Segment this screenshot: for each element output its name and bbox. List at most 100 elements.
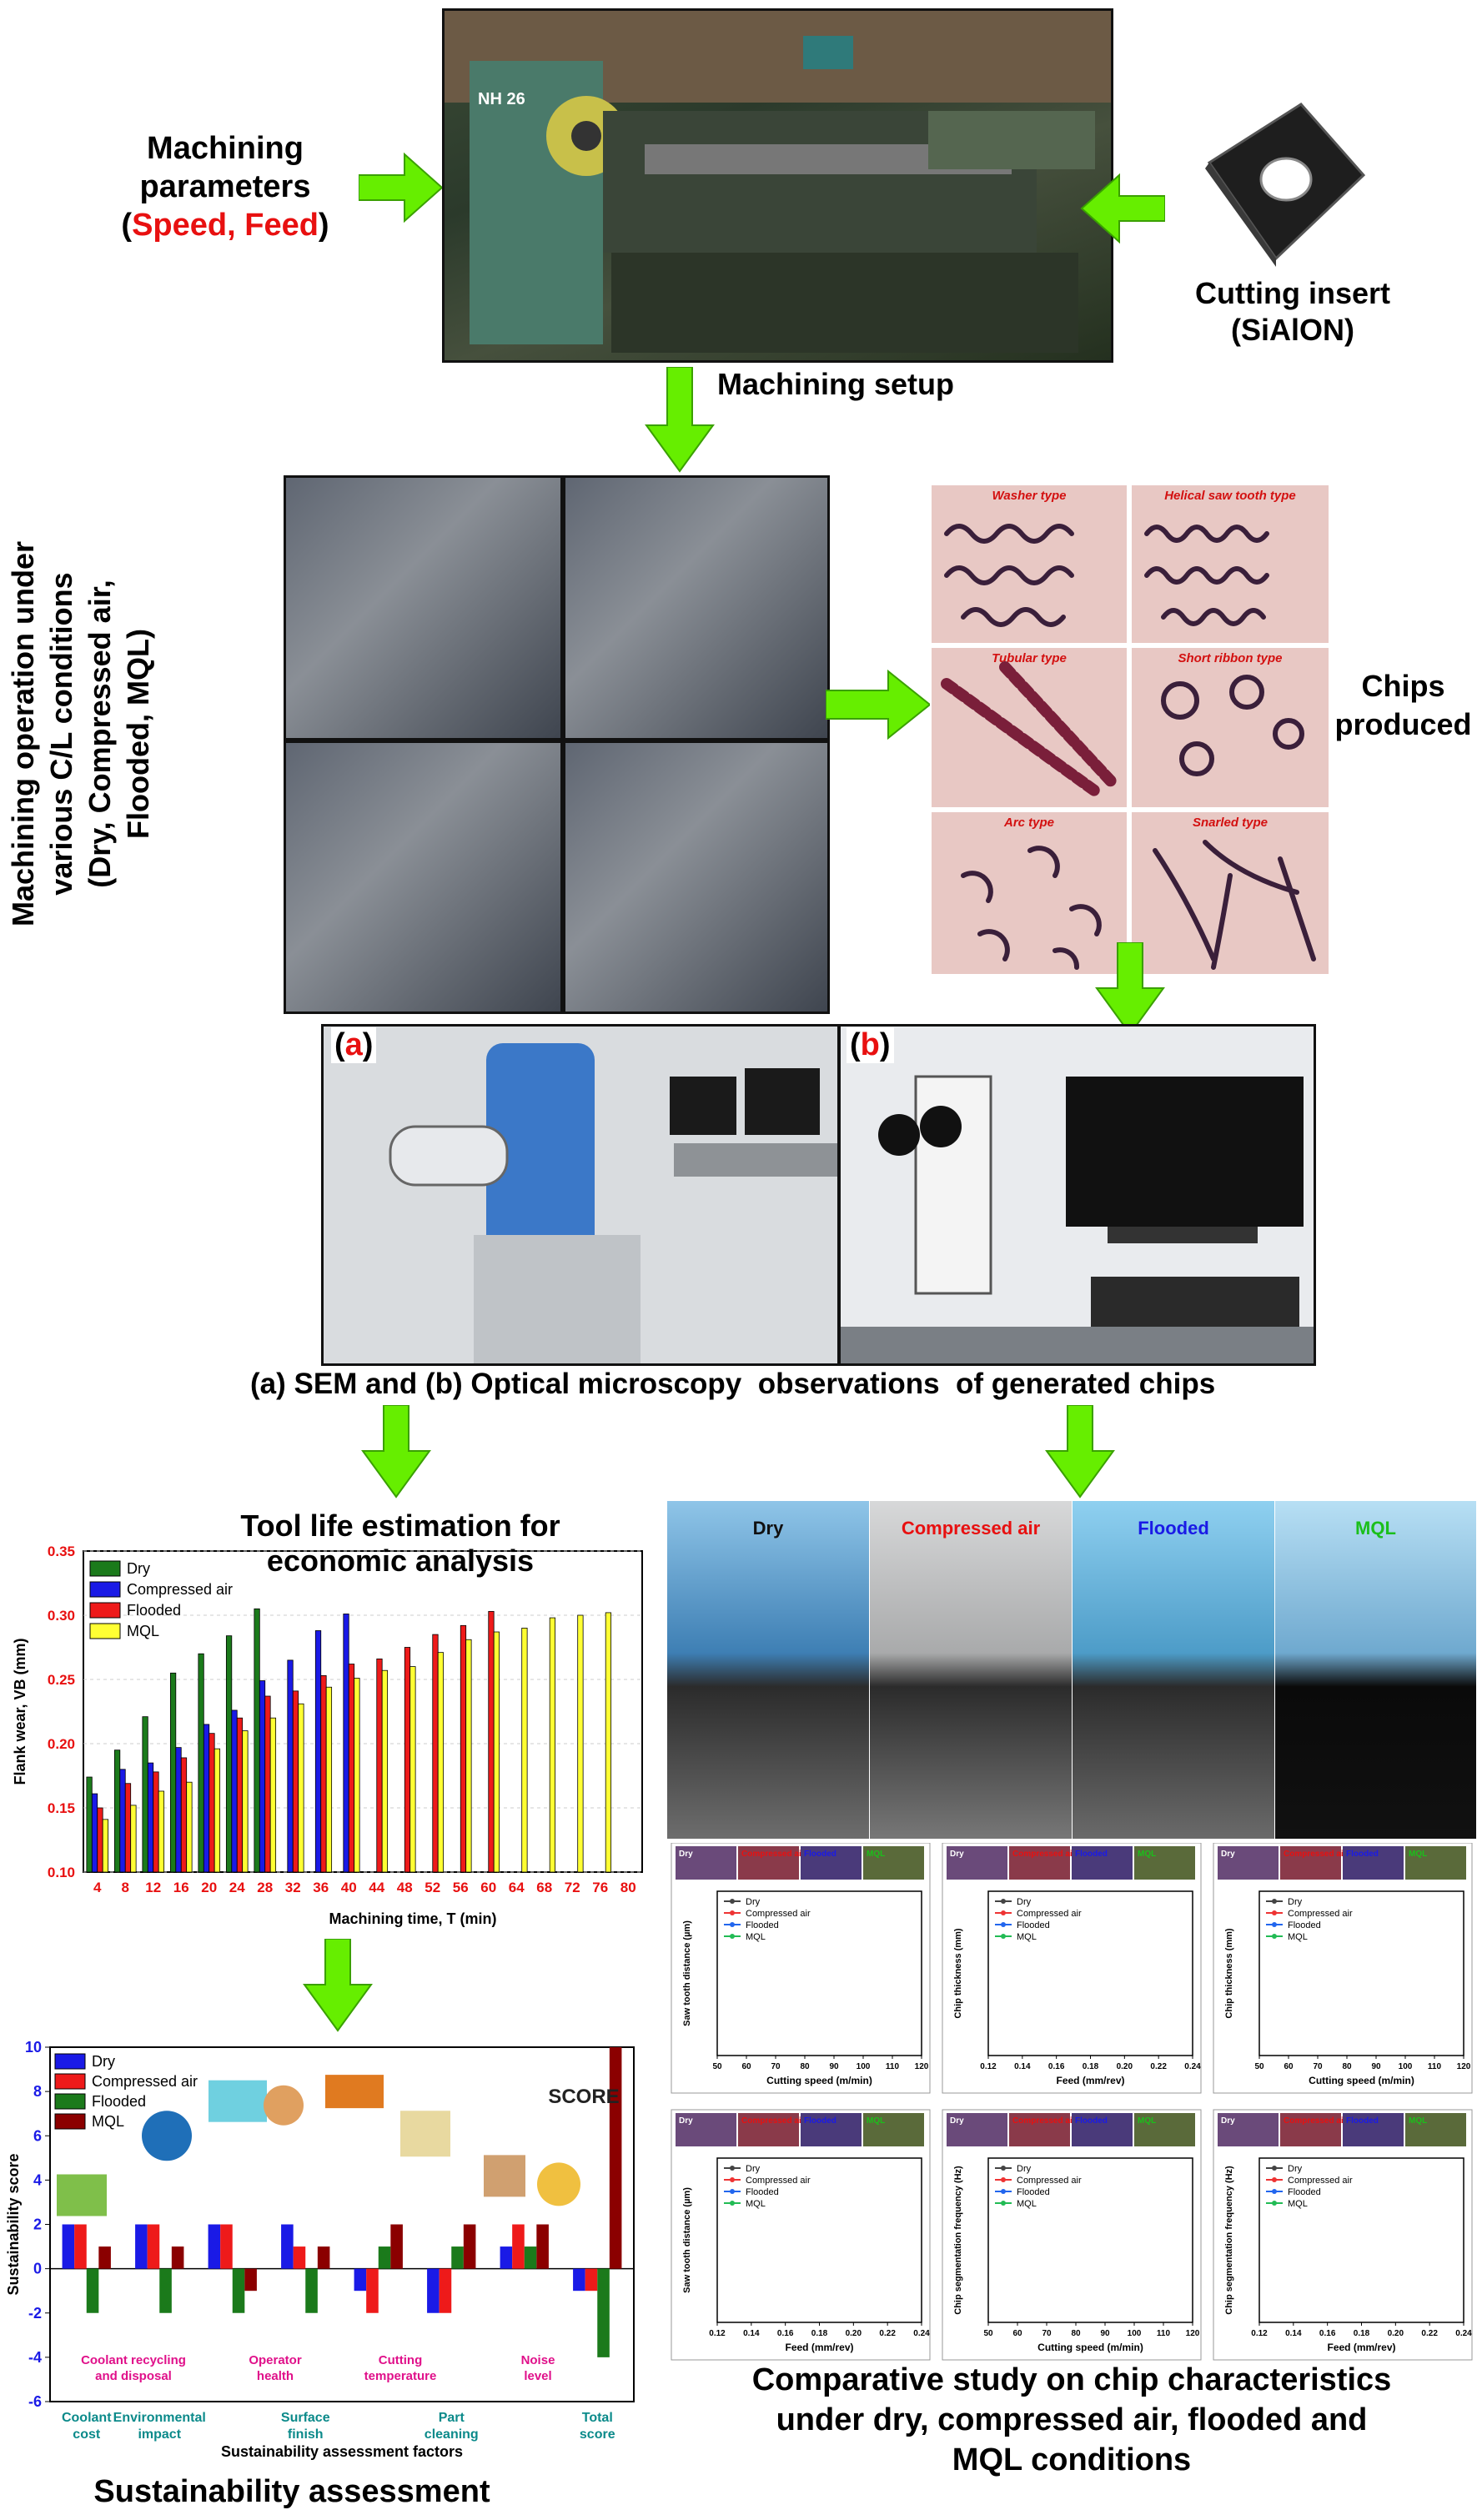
cleaning-icon xyxy=(484,2155,525,2197)
mini-legend-label: Compressed air xyxy=(746,2176,811,2186)
chip-tubular: Tubular type xyxy=(930,646,1128,809)
mini-strip-tile xyxy=(1072,2113,1133,2146)
bar xyxy=(348,1664,355,1873)
mini-x-tick-label: 60 xyxy=(1012,2329,1022,2338)
operation-line4: Flooded, MQL) xyxy=(121,629,155,839)
chip-arc-label: Arc type xyxy=(1003,816,1055,830)
x-tick-label: finish xyxy=(288,2427,324,2442)
x-tick-label: 80 xyxy=(620,1880,636,1895)
mini-legend-marker xyxy=(1272,1934,1277,1939)
mini-strip-tile xyxy=(676,2113,736,2146)
y-tick-label: -6 xyxy=(28,2393,42,2410)
legend-label: Dry xyxy=(92,2053,115,2070)
y-tick-label: 0.35 xyxy=(48,1544,75,1559)
mini-x-tick-label: 50 xyxy=(983,2329,993,2338)
y-tick-label: 0.20 xyxy=(48,1736,75,1752)
chips-produced-line2: produced xyxy=(1334,707,1472,741)
factor-label: Noise xyxy=(521,2353,555,2367)
bar xyxy=(439,2268,452,2313)
y-tick-label: 0.30 xyxy=(48,1608,75,1624)
mini-x-tick-label: 0.14 xyxy=(1014,2062,1031,2071)
legend-label: Dry xyxy=(127,1560,150,1577)
legend-label: Flooded xyxy=(92,2093,146,2110)
mini-x-tick-label: 0.24 xyxy=(913,2329,930,2338)
mini-strip-tile xyxy=(1405,1846,1466,1880)
mini-x-axis-label: Feed (mm/rev) xyxy=(1327,2342,1395,2353)
x-tick-label: Environmental xyxy=(113,2411,206,2425)
y-tick-label: 0.25 xyxy=(48,1672,75,1688)
operation-label: Machining operation under various C/L co… xyxy=(4,459,158,1009)
factor-label: health xyxy=(257,2369,294,2383)
factor-label: and disposal xyxy=(95,2369,172,2383)
mini-strip-tile xyxy=(1343,1846,1404,1880)
legend-swatch xyxy=(89,1581,121,1598)
bar xyxy=(171,2246,184,2269)
x-tick-label: 40 xyxy=(341,1880,357,1895)
lathe-plate: NH 26 xyxy=(478,90,525,108)
arrow-to-sustainability xyxy=(303,1939,373,2032)
mini-x-tick-label: 80 xyxy=(1342,2062,1352,2071)
mini-legend-label: Flooded xyxy=(1288,2187,1321,2197)
mini-legend-marker xyxy=(1001,2166,1006,2171)
chart-title: Sustainability assessment xyxy=(93,2474,490,2509)
bar xyxy=(536,2224,549,2269)
bar xyxy=(573,2268,585,2292)
mini-x-tick-label: 0.16 xyxy=(1048,2062,1065,2071)
mini-plot-area xyxy=(987,2157,1193,2323)
mini-strip-label: Compressed air xyxy=(741,2116,805,2126)
comparative-caption-line1: Comparative study on chip characteristic… xyxy=(751,2362,1392,2397)
chip-washer-label: Washer type xyxy=(992,489,1067,503)
bar xyxy=(186,1781,193,1873)
legend-swatch xyxy=(54,2093,86,2110)
tag-a: (a) xyxy=(331,1027,377,1063)
bar xyxy=(305,2268,318,2313)
arrow-chips-down xyxy=(1095,942,1165,1036)
bar xyxy=(524,2246,537,2269)
bar xyxy=(298,1703,304,1873)
mini-x-tick-label: 0.18 xyxy=(1354,2329,1370,2338)
mini-strip-label: Dry xyxy=(1221,1850,1235,1859)
factor-label: level xyxy=(524,2369,551,2383)
chip-helical-label: Helical saw tooth type xyxy=(1164,489,1296,503)
mini-x-tick-label: 0.18 xyxy=(811,2329,828,2338)
condition-compressed-label: Compressed air xyxy=(901,1518,1041,1539)
mini-x-tick-label: 0.18 xyxy=(1083,2062,1099,2071)
legend-swatch xyxy=(89,1602,121,1619)
x-tick-label: 76 xyxy=(592,1880,608,1895)
mini-legend-marker xyxy=(730,1910,735,1915)
bar xyxy=(317,2246,330,2269)
insert-line1: Cutting insert xyxy=(1195,276,1390,310)
mini-x-tick-label: 0.14 xyxy=(743,2329,760,2338)
mini-strip-label: Flooded xyxy=(1075,1850,1108,1859)
mini-strip-label: Compressed air xyxy=(741,1850,805,1859)
y-tick-label: 6 xyxy=(33,2127,42,2144)
mini-plot-area xyxy=(716,1890,922,2056)
x-tick-label: Coolant xyxy=(62,2411,112,2425)
x-axis-label: Machining time, T (min) xyxy=(329,1910,497,1927)
mini-x-tick-label: 80 xyxy=(800,2062,810,2071)
bar xyxy=(437,1652,445,1873)
mini-x-tick-label: 120 xyxy=(915,2062,929,2071)
bar xyxy=(259,1680,266,1873)
mini-legend-label: MQL xyxy=(1288,2199,1308,2209)
mini-strip-label: Dry xyxy=(679,1850,693,1859)
mini-legend-label: Dry xyxy=(746,2164,761,2174)
mini-x-tick-label: 90 xyxy=(1100,2329,1110,2338)
bar xyxy=(549,1617,556,1873)
mini-x-tick-label: 70 xyxy=(1042,2329,1052,2338)
operation-photo-mql xyxy=(563,740,830,1014)
y-tick-label: 0 xyxy=(33,2261,42,2277)
mini-strip-tile xyxy=(801,1846,862,1880)
params-open: ( xyxy=(121,208,133,243)
tag-b-letter: b xyxy=(860,1027,880,1062)
mini-strip-label: Dry xyxy=(950,1850,964,1859)
bar xyxy=(465,1639,472,1873)
mini-x-tick-label: 70 xyxy=(1313,2062,1323,2071)
legend-swatch xyxy=(54,2113,86,2130)
bar xyxy=(287,1659,294,1873)
mini-x-axis-label: Feed (mm/rev) xyxy=(1056,2075,1124,2086)
machining-setup-label: Machining setup xyxy=(717,367,955,401)
mini-legend-label: Flooded xyxy=(1017,2187,1050,2197)
